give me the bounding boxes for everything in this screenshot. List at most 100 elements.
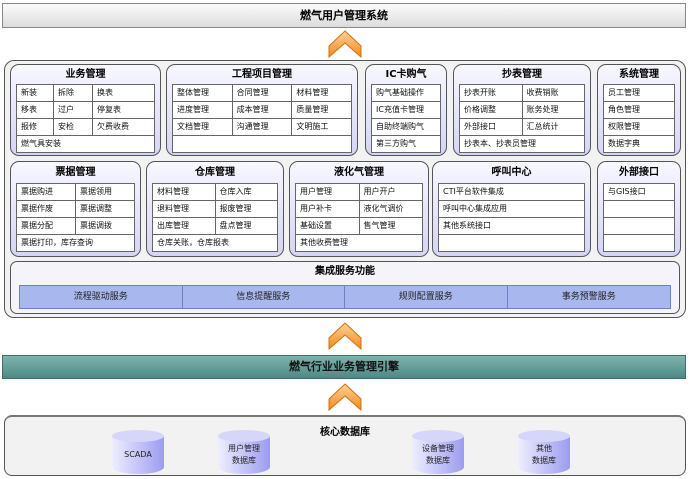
module-item[interactable]: 报修 — [17, 119, 54, 136]
database-title: 核心数据库 — [320, 427, 370, 438]
module-item[interactable]: 出库管理 — [153, 218, 216, 235]
module-item[interactable]: 票据分配 — [17, 218, 76, 235]
module-item[interactable]: 购气基础操作 — [372, 85, 441, 102]
database-label: 数据库 — [232, 456, 256, 465]
module-item[interactable]: 数据字典 — [604, 136, 675, 153]
module-item[interactable]: 抄表开账 — [460, 85, 523, 102]
panel-title: 工程项目管理 — [232, 69, 292, 80]
service-rules: 规则配置服务 — [345, 286, 508, 308]
module-item[interactable]: 用户补卡 — [296, 201, 360, 218]
database-icon — [412, 430, 464, 474]
module-item[interactable]: 仓库入库 — [215, 184, 278, 201]
up-arrow-icon — [328, 30, 362, 58]
module-item[interactable]: 燃气具安装 — [17, 136, 155, 153]
module-item[interactable]: 用户管理 — [296, 184, 360, 201]
module-item[interactable]: 新装 — [17, 85, 54, 102]
module-item[interactable] — [604, 201, 675, 218]
module-item[interactable]: 员工管理 — [604, 85, 675, 102]
module-item[interactable]: 价格调整 — [460, 102, 523, 119]
module-item[interactable]: 其他收费管理 — [296, 235, 423, 252]
panel-title: 外部接口 — [619, 167, 659, 178]
module-item[interactable]: 票据作废 — [17, 201, 76, 218]
service-bar: 流程驱动服务 信息提醒服务 规则配置服务 事务预警服务 — [19, 285, 671, 309]
module-item[interactable]: 材料管理 — [153, 184, 216, 201]
module-item[interactable]: 沟通管理 — [232, 119, 293, 136]
module-item[interactable]: 角色管理 — [604, 102, 675, 119]
module-item[interactable]: 仓库关账，仓库报表 — [153, 235, 278, 252]
panel-table: 用户管理用户开户用户补卡液化气调价基础设置售气管理其他收费管理 — [295, 183, 423, 252]
module-item[interactable]: 过户 — [54, 102, 93, 119]
panel-title: 票据管理 — [55, 167, 96, 178]
panel-table: 抄表开账收费销账价格调整账务处理外部接口汇总统计抄表本、抄表员管理 — [459, 84, 585, 153]
panel-meter: 抄表管理抄表开账收费销账价格调整账务处理外部接口汇总统计抄表本、抄表员管理 — [453, 64, 591, 156]
module-item[interactable]: 整体管理 — [173, 85, 233, 102]
panel-bill: 票据管理票据购进票据领用票据作废票据调整票据分配票据调拨票据打印，库存查询 — [10, 161, 141, 257]
module-item[interactable]: 汇总统计 — [522, 119, 585, 136]
integration-panel: 集成服务功能 流程驱动服务 信息提醒服务 规则配置服务 事务预警服务 — [10, 261, 680, 314]
panel-title: 呼叫中心 — [491, 167, 532, 178]
panel-title: 仓库管理 — [195, 167, 235, 178]
module-item[interactable]: 售气管理 — [359, 218, 423, 235]
database-cylinder: 设备管理数据库 — [411, 429, 465, 475]
module-item[interactable]: 退料管理 — [153, 201, 216, 218]
module-item[interactable]: 票据调整 — [76, 201, 135, 218]
panel-lpg: 液化气管理用户管理用户开户用户补卡液化气调价基础设置售气管理其他收费管理 — [289, 161, 429, 257]
module-item[interactable]: 其他系统接口 — [439, 218, 585, 235]
database-label: SCADA — [124, 450, 152, 459]
module-item[interactable] — [604, 235, 675, 252]
module-item[interactable]: 报废管理 — [215, 201, 278, 218]
module-item[interactable]: 合同管理 — [232, 85, 293, 102]
module-item[interactable]: 外部接口 — [460, 119, 523, 136]
module-item[interactable]: 票据购进 — [17, 184, 76, 201]
module-item[interactable]: 呼叫中心集成应用 — [439, 201, 585, 218]
module-item[interactable]: 材料管理 — [292, 85, 352, 102]
module-item[interactable]: CTI平台软件集成 — [439, 184, 585, 201]
module-item[interactable]: 用户开户 — [359, 184, 423, 201]
module-item[interactable]: 第三方购气 — [372, 136, 441, 153]
module-item[interactable]: 权限管理 — [604, 119, 675, 136]
panel-table: CTI平台软件集成呼叫中心集成应用其他系统接口 — [438, 183, 585, 252]
panel-table: 材料管理仓库入库退料管理报废管理出库管理盘点管理仓库关账，仓库报表 — [152, 183, 278, 252]
module-item[interactable]: 质量管理 — [292, 102, 352, 119]
database-cylinder: 用户管理数据库 — [217, 429, 271, 475]
module-item[interactable] — [439, 235, 585, 252]
module-item[interactable]: 票据领用 — [76, 184, 135, 201]
panel-table: 员工管理角色管理权限管理数据字典 — [603, 84, 675, 153]
module-item[interactable]: 进度管理 — [173, 102, 233, 119]
module-item[interactable]: 账务处理 — [522, 102, 585, 119]
module-item[interactable]: 换表 — [93, 85, 155, 102]
module-item[interactable]: 票据打印，库存查询 — [17, 235, 135, 252]
panel-title: IC卡购气 — [385, 69, 427, 80]
module-item[interactable]: 文明施工 — [292, 119, 352, 136]
module-item[interactable]: 停复表 — [93, 102, 155, 119]
module-item[interactable]: 安检 — [54, 119, 93, 136]
up-arrow-icon — [328, 383, 362, 411]
module-item[interactable]: 液化气调价 — [359, 201, 423, 218]
module-item[interactable]: 自助终端购气 — [372, 119, 441, 136]
panel-external: 外部接口与GIS接口 — [597, 161, 681, 257]
module-item[interactable] — [604, 218, 675, 235]
module-item[interactable]: 成本管理 — [232, 102, 293, 119]
panel-title: 液化气管理 — [334, 167, 384, 178]
module-item[interactable]: 拆除 — [54, 85, 93, 102]
module-item[interactable]: 文档管理 — [173, 119, 233, 136]
module-item[interactable]: 抄表本、抄表员管理 — [460, 136, 585, 153]
module-item[interactable]: 移表 — [17, 102, 54, 119]
module-item[interactable]: 与GIS接口 — [604, 184, 675, 201]
module-item[interactable]: IC充值卡管理 — [372, 102, 441, 119]
service-reminder: 信息提醒服务 — [183, 286, 345, 308]
panel-title: 抄表管理 — [502, 69, 542, 80]
panel-table: 与GIS接口 — [603, 183, 675, 252]
database-label: 设备管理 — [422, 444, 454, 453]
database-icon — [218, 430, 270, 474]
module-item[interactable]: 盘点管理 — [215, 218, 278, 235]
panel-business: 业务管理新装拆除换表移表过户停复表报修安检欠费收费燃气具安装 — [10, 64, 161, 156]
module-item[interactable]: 收费销账 — [522, 85, 585, 102]
module-item[interactable]: 票据调拨 — [76, 218, 135, 235]
database-label: 用户管理 — [228, 444, 260, 453]
integration-title: 集成服务功能 — [315, 266, 375, 277]
module-item[interactable]: 基础设置 — [296, 218, 360, 235]
module-item[interactable] — [173, 136, 352, 153]
module-item[interactable]: 欠费收费 — [93, 119, 155, 136]
